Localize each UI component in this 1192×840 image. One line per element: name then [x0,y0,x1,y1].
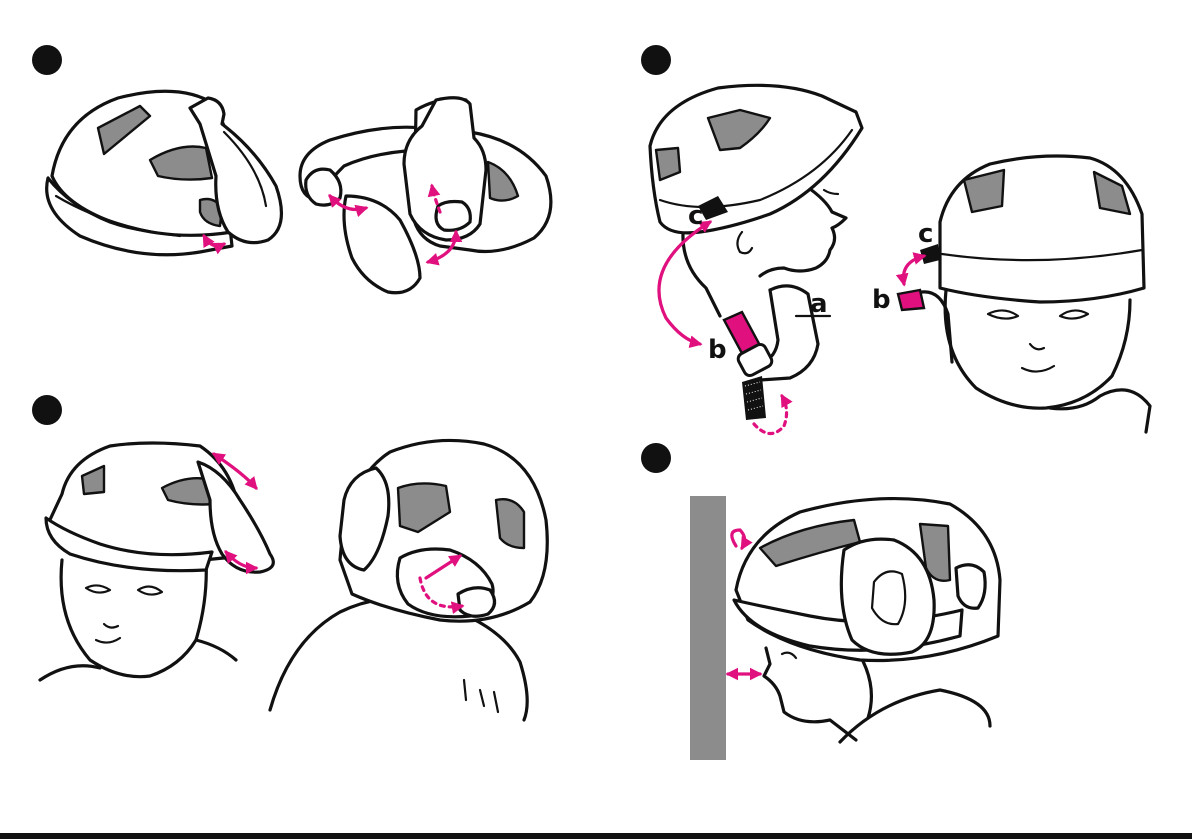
strap-label-a: a [810,289,828,319]
panel-4-wall-test [690,496,1000,760]
panel-3-child-back [270,440,547,720]
panel-3-child-front [40,443,273,680]
step-marker-icon [641,443,671,473]
strap-label-c: c [688,201,703,231]
velcro-strap [742,376,766,420]
step-marker-icon [32,45,62,75]
wall [690,496,726,760]
strap-label-b: b [708,335,727,365]
panel-2-child-side: c b a [650,85,862,433]
strap-label-c: c [918,219,933,249]
step-marker-icon [32,395,62,425]
panel-2-child-front: c b [872,156,1150,432]
strap-label-b: b [872,285,891,315]
step-marker-icon [641,45,671,75]
panel-1-helmet-side [47,91,282,255]
strap-b-front [898,290,924,310]
panel-1-helmet-inside [300,98,551,293]
